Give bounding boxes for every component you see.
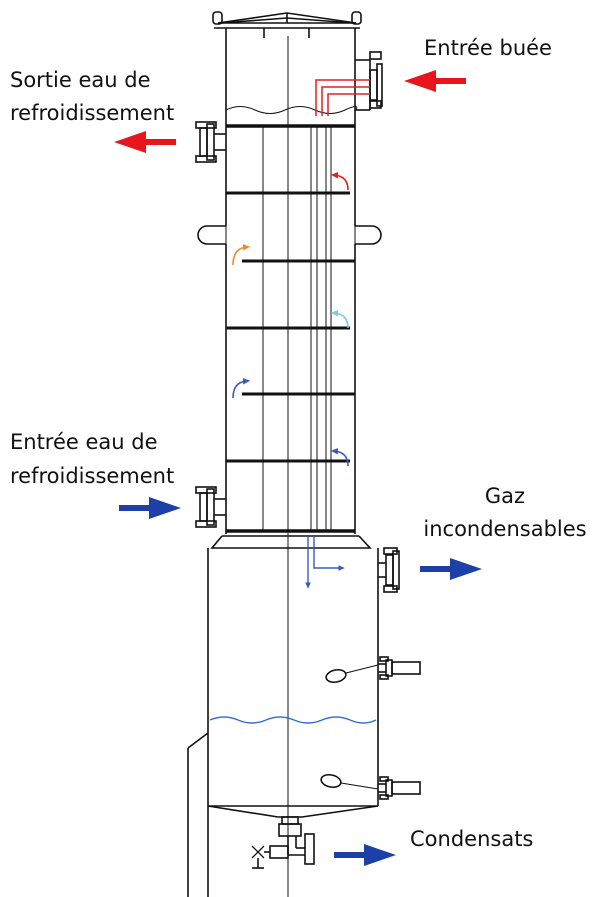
top-cover	[212, 11, 362, 38]
arrow-left-icon	[404, 70, 466, 92]
steam-inlet-pipe	[315, 79, 370, 116]
column-flange	[210, 535, 372, 549]
cooling-inlet-label-line2: refroidissement	[10, 464, 175, 488]
gas-collection-pipe	[305, 536, 345, 589]
cooling-outlet-label-line1: Sortie eau de	[10, 68, 151, 92]
upper-level-nozzle	[325, 656, 421, 684]
gas-outlet-nozzle	[378, 547, 400, 593]
condensate-drum	[187, 548, 379, 897]
condensate-label: Condensats	[410, 827, 534, 851]
arrow-right-icon	[119, 497, 181, 519]
steam-inlet-label: Entrée buée	[424, 36, 552, 60]
flange-icon	[369, 51, 383, 109]
cooling-outlet-nozzle	[195, 121, 226, 163]
noncondensable-label-line1: Gaz	[484, 484, 526, 508]
cooling-inlet-label-line1: Entrée eau de	[10, 430, 158, 454]
flow-curve-arrow-icon	[232, 172, 349, 467]
inner-tubes	[262, 36, 332, 897]
arrow-right-icon	[334, 844, 396, 866]
water-level-line	[209, 716, 377, 724]
upper-column-shell	[197, 28, 382, 534]
arrow-right-icon	[420, 558, 482, 580]
noncondensable-label-line2: incondensables	[423, 517, 587, 541]
cooling-outlet-label-line2: refroidissement	[10, 101, 175, 125]
baffles	[226, 191, 355, 463]
arrow-left-icon	[114, 131, 176, 153]
tube-sheets	[226, 124, 355, 533]
lower-level-nozzle	[320, 773, 421, 800]
cooling-inlet-nozzle	[195, 486, 226, 528]
valve-icon	[251, 816, 315, 869]
